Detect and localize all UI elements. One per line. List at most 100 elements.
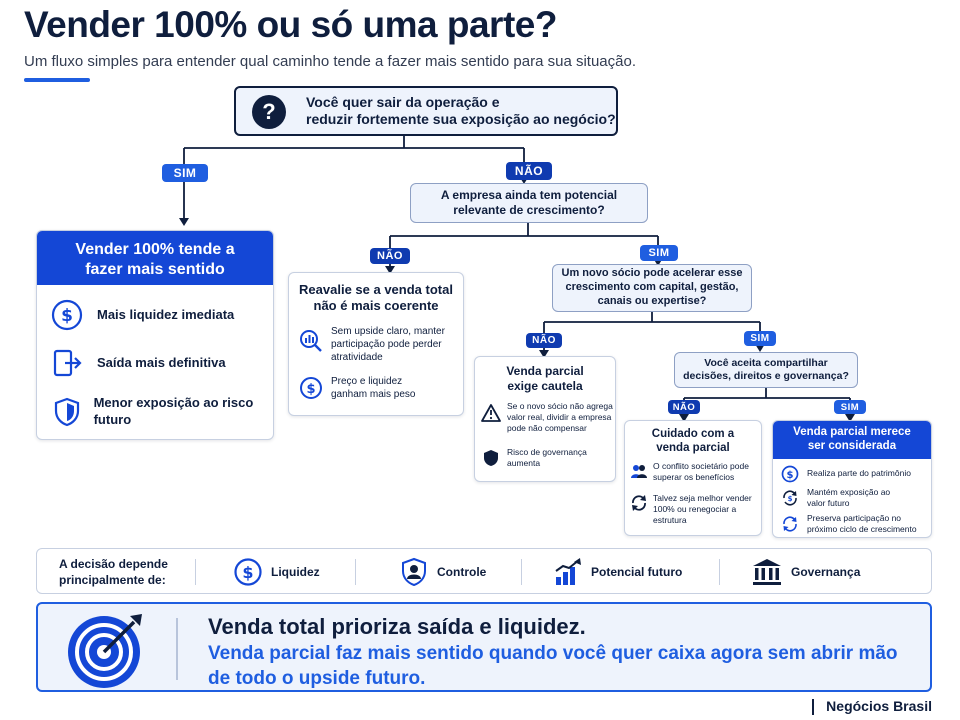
card-sell-100-item-label: Menor exposição ao risco futuro xyxy=(93,395,254,427)
card-care-item-line: Talvez seja melhor vender xyxy=(653,493,752,503)
card-caution-item-line: Se o novo sócio não agrega xyxy=(507,401,613,411)
target-icon xyxy=(68,614,142,688)
refresh-arrows-icon xyxy=(632,495,646,511)
card-partial-sale-item: $ Realiza parte do patrimônio xyxy=(781,465,911,483)
card-reevaluate-item: $ Preço e liquidez ganham mais peso xyxy=(299,375,416,401)
question-growth-line2: relevante de crescimento? xyxy=(453,203,605,217)
card-partial-sale-title2: ser considerada xyxy=(807,440,897,453)
dollar-circle-icon: $ xyxy=(234,558,262,586)
card-caution-item-text: Risco de governança aumenta xyxy=(507,447,587,469)
decision-factors-label-line1: A decisão depende xyxy=(59,557,168,571)
card-reevaluate-item-line: Preço e liquidez xyxy=(331,376,403,387)
conclusion-box: Venda total prioriza saída e liquidez. V… xyxy=(36,602,932,692)
card-caution-item: Se o novo sócio não agrega valor real, d… xyxy=(481,401,613,434)
strip-separator xyxy=(195,559,196,585)
card-care-header: Cuidado com a venda parcial xyxy=(625,421,761,456)
card-reevaluate-item-line: Sem upside claro, manter xyxy=(331,326,445,337)
card-care-item-line: estrutura xyxy=(653,515,687,526)
factor-control: Controle xyxy=(399,557,486,587)
card-care-item-text: O conflito societário pode superar os be… xyxy=(653,461,749,483)
card-caution-item-line: valor real, dividir a empresa xyxy=(507,412,612,423)
dollar-circle-icon: $ xyxy=(781,465,799,483)
pill-nao-q1: NÃO xyxy=(506,162,552,180)
card-partial-sale-item-text: Realiza parte do patrimônio xyxy=(807,468,911,479)
strip-separator xyxy=(719,559,720,585)
card-reevaluate-title1: Reavalie se a venda total xyxy=(299,282,453,297)
card-reevaluate-item-text: Preço e liquidez ganham mais peso xyxy=(331,375,416,401)
title-accent-bar xyxy=(24,78,90,82)
card-caution-item-text: Se o novo sócio não agrega valor real, d… xyxy=(507,401,613,434)
svg-text:$: $ xyxy=(788,495,793,503)
card-partial-sale-title1: Venda parcial merece xyxy=(793,426,911,438)
brand-name: Negócios Brasil xyxy=(826,698,932,714)
factor-future-potential-label: Potencial futuro xyxy=(591,565,683,579)
question-governance: Você aceita compartilhar decisões, direi… xyxy=(674,352,858,388)
card-partial-sale-item-line: próximo ciclo de crescimento xyxy=(807,524,917,535)
card-care-item: Talvez seja melhor vender 100% ou renego… xyxy=(630,493,752,526)
card-sell-100-item-label: Saída mais definitiva xyxy=(97,354,226,370)
svg-text:$: $ xyxy=(306,382,315,397)
card-partial-sale-item: Preserva participação no próximo ciclo d… xyxy=(781,513,917,535)
card-sell-100-item-label: Mais liquidez imediata xyxy=(97,306,235,322)
card-sell-100-item: Saída mais definitiva xyxy=(51,347,226,379)
warning-icon xyxy=(481,404,501,422)
card-caution-title1: Venda parcial xyxy=(506,364,584,378)
card-partial-sale-item-text: Mantém exposição ao valor futuro xyxy=(807,487,890,509)
card-partial-sale-item-line: Preserva participação no xyxy=(807,513,902,523)
card-caution-title2: exige cautela xyxy=(507,379,583,393)
card-caution-item-line: pode não compensar xyxy=(507,423,587,434)
card-reevaluate-item-text: Sem upside claro, manter participação po… xyxy=(331,325,445,364)
question-icon: ? xyxy=(252,95,286,129)
question-growth: A empresa ainda tem potencial relevante … xyxy=(410,183,648,223)
card-care: Cuidado com a venda parcial O conflito s… xyxy=(624,420,762,536)
card-sell-100-item: $ Mais liquidez imediata xyxy=(51,299,234,331)
card-care-item-line: superar os benefícios xyxy=(653,472,735,483)
card-care-item-line: 100% ou renegociar a xyxy=(653,504,737,515)
card-partial-sale-header: Venda parcial merece ser considerada xyxy=(773,421,931,459)
factor-control-label: Controle xyxy=(437,565,487,579)
question-growth-line1: A empresa ainda tem potencial xyxy=(440,188,618,202)
decision-factors-label: A decisão depende principalmente de: xyxy=(59,557,168,588)
card-partial-sale-item-line: Mantém exposição ao xyxy=(807,487,891,497)
card-reevaluate-item: Sem upside claro, manter participação po… xyxy=(299,325,445,364)
institution-building-icon xyxy=(753,559,781,585)
card-reevaluate-header: Reavalie se a venda total não é mais coe… xyxy=(289,273,463,315)
question-exit-line1: Você quer sair da operação e xyxy=(306,93,500,110)
shield-icon xyxy=(484,450,498,467)
magnifier-chart-icon xyxy=(300,330,322,352)
card-sell-100-item: Menor exposição ao risco futuro xyxy=(51,395,273,429)
strip-separator xyxy=(521,559,522,585)
pill-sim-q3: SIM xyxy=(744,331,776,346)
shield-icon xyxy=(54,397,80,427)
card-caution: Venda parcial exige cautela Se o novo só… xyxy=(474,356,616,482)
question-exit: ? Você quer sair da operação e reduzir f… xyxy=(234,86,618,136)
people-conflict-icon xyxy=(631,465,647,478)
card-sell-100: Vender 100% tende a fazer mais sentido $… xyxy=(36,230,274,440)
card-partial-sale-item-text: Preserva participação no próximo ciclo d… xyxy=(807,513,917,535)
factor-liquidity: $ Liquidez xyxy=(233,557,320,587)
card-sell-100-header: Vender 100% tende a fazer mais sentido xyxy=(37,231,273,285)
card-reevaluate: Reavalie se a venda total não é mais coe… xyxy=(288,272,464,416)
page-subtitle: Um fluxo simples para entender qual cami… xyxy=(24,53,637,70)
card-care-title1: Cuidado com a xyxy=(651,428,735,440)
growth-chart-icon xyxy=(555,558,581,585)
card-care-title2: venda parcial xyxy=(656,442,730,455)
conclusion-line2: Venda parcial faz mais sentido quando vo… xyxy=(208,643,898,689)
question-new-partner-line1: Um novo sócio pode acelerar esse xyxy=(561,267,743,280)
pill-nao-q4: NÃO xyxy=(668,400,700,414)
question-new-partner: Um novo sócio pode acelerar esse crescim… xyxy=(552,264,752,312)
factor-future-potential: Potencial futuro xyxy=(553,557,682,587)
question-new-partner-line2: crescimento com capital, gestão, xyxy=(565,281,739,294)
card-caution-item-line: Risco de governança xyxy=(507,447,587,457)
dollar-circle-icon: $ xyxy=(51,299,83,331)
question-exit-line2: reduzir fortemente sua exposição ao negó… xyxy=(306,111,616,127)
factor-liquidity-label: Liquidez xyxy=(271,565,320,579)
question-new-partner-line3: canais ou expertise? xyxy=(597,294,707,307)
card-care-item-text: Talvez seja melhor vender 100% ou renego… xyxy=(653,493,752,526)
card-care-item: O conflito societário pode superar os be… xyxy=(630,461,749,483)
question-governance-line1: Você aceita compartilhar xyxy=(704,356,828,369)
brand-divider xyxy=(812,699,814,715)
conclusion-divider xyxy=(176,618,178,680)
pill-nao-q2: NÃO xyxy=(370,248,410,264)
